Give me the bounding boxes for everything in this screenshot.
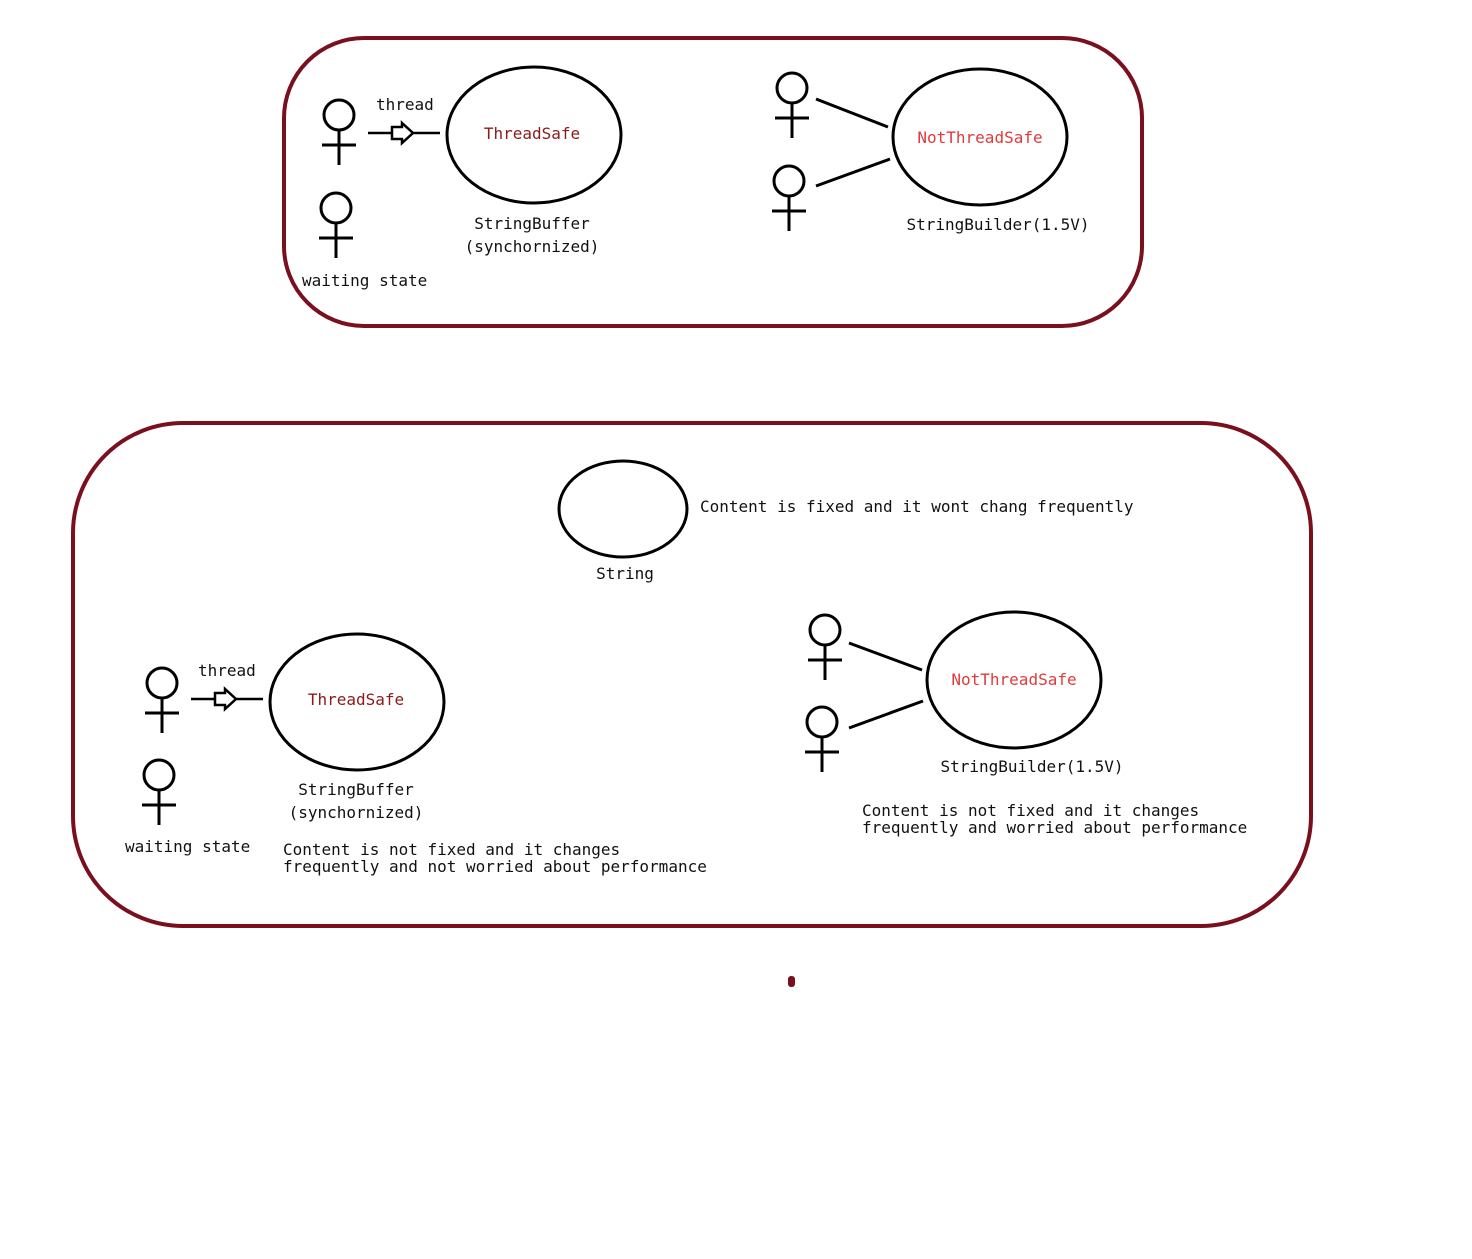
- top-builder-figure-1-icon: [775, 71, 809, 138]
- bottom-string-buffer-label: StringBuffer: [298, 780, 414, 799]
- top-waiting-label: waiting state: [302, 271, 427, 290]
- top-thread-safe-label: ThreadSafe: [484, 124, 580, 143]
- top-synchronized-label: (synchornized): [465, 237, 600, 256]
- bottom-builder-link-2: [848, 699, 924, 730]
- top-string-builder-label: StringBuilder(1.5V): [906, 215, 1089, 234]
- top-thread-figure-icon: [322, 98, 356, 165]
- bottom-string-label: String: [596, 564, 654, 583]
- bottom-waiting-label: waiting state: [125, 837, 250, 856]
- top-string-builder-ellipse: [891, 67, 1069, 207]
- bottom-not-thread-safe-label: NotThreadSafe: [951, 670, 1076, 689]
- bottom-builder-link-1: [848, 641, 923, 672]
- bottom-builder-note-line1: Content is not fixed and it changes: [862, 801, 1199, 820]
- top-builder-link-1: [815, 97, 889, 129]
- bottom-string-builder-ellipse: [925, 610, 1103, 750]
- bottom-thread-arrow-icon: [191, 686, 263, 712]
- bottom-panel-frame: [71, 421, 1313, 928]
- top-thread-label: thread: [376, 95, 434, 114]
- bottom-string-builder-label: StringBuilder(1.5V): [940, 757, 1123, 776]
- top-not-thread-safe-label: NotThreadSafe: [917, 128, 1042, 147]
- stray-dot: [788, 976, 795, 987]
- bottom-thread-label: thread: [198, 661, 256, 680]
- bottom-string-note: Content is fixed and it wont chang frequ…: [700, 497, 1134, 516]
- bottom-buffer-note-line1: Content is not fixed and it changes: [283, 840, 620, 859]
- top-builder-figure-2-icon: [772, 164, 806, 231]
- top-waiting-figure-icon: [319, 191, 353, 258]
- bottom-builder-figure-1-icon: [808, 613, 842, 680]
- bottom-panel: String Content is fixed and it wont chan…: [71, 421, 1313, 928]
- top-string-buffer-ellipse: [445, 65, 623, 205]
- bottom-synchronized-label: (synchornized): [289, 803, 424, 822]
- top-builder-link-2: [815, 157, 891, 188]
- top-panel: thread waiting state ThreadSafe StringBu…: [282, 36, 1144, 328]
- top-thread-arrow-icon: [368, 120, 440, 146]
- bottom-buffer-note-line2: frequently and not worried about perform…: [283, 857, 707, 876]
- bottom-builder-figure-2-icon: [805, 705, 839, 772]
- bottom-thread-figure-icon: [145, 666, 179, 733]
- bottom-string-ellipse: [557, 459, 689, 559]
- bottom-thread-safe-label: ThreadSafe: [308, 690, 404, 709]
- bottom-builder-note-line2: frequently and worried about performance: [862, 818, 1247, 837]
- bottom-string-buffer-ellipse: [268, 632, 446, 772]
- top-panel-frame: [282, 36, 1144, 328]
- bottom-waiting-figure-icon: [142, 758, 176, 825]
- top-string-buffer-label: StringBuffer: [474, 214, 590, 233]
